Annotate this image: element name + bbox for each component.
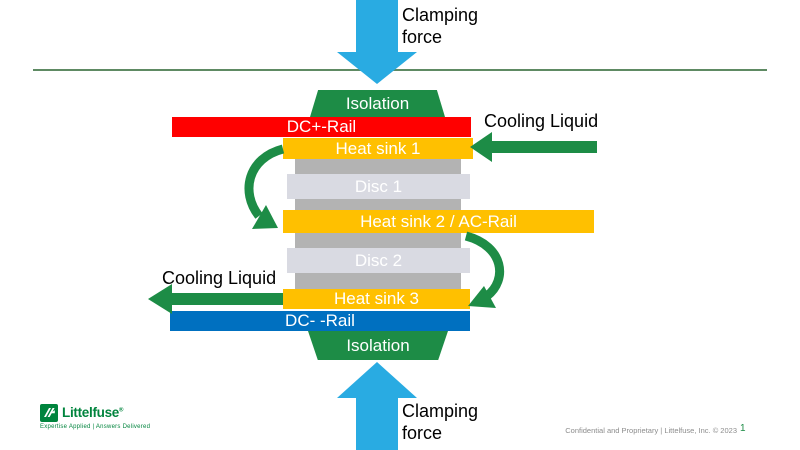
logo-name-text: Littelfuse — [62, 405, 120, 420]
coolant-flow-right-curve-arrow-icon — [464, 231, 505, 300]
littelfuse-logo-icon — [40, 404, 58, 422]
cooling-liquid-outlet-label: Cooling Liquid — [162, 268, 277, 288]
top-divider-rule — [33, 69, 767, 71]
dc-minus-rail-layer: DC- -Rail — [170, 311, 470, 331]
logo-registered-mark: ® — [119, 407, 124, 414]
dc-plus-rail-layer: DC+-Rail — [172, 117, 471, 137]
coolant-flow-left-curve-arrow-icon — [244, 144, 285, 219]
disc-2-layer: Disc 2 — [287, 248, 470, 273]
page-number: 1 — [740, 423, 746, 434]
heat-sink-2-ac-rail-layer: Heat sink 2 / AC-Rail — [283, 210, 594, 233]
heat-sink-3-layer: Heat sink 3 — [283, 289, 470, 309]
clamping-force-top-label: Clamping force — [402, 5, 479, 47]
cooling-liquid-inlet-arrow-icon — [470, 132, 597, 162]
isolation-top-layer: Isolation — [310, 90, 445, 117]
confidentiality-notice: Confidential and Proprietary | Littelfus… — [565, 426, 737, 435]
heat-sink-1-layer: Heat sink 1 — [283, 138, 473, 159]
clamping-force-bottom-label: Clamping force — [402, 401, 479, 443]
cooling-liquid-inlet-label: Cooling Liquid — [484, 111, 599, 131]
isolation-bottom-layer: Isolation — [308, 331, 448, 360]
coolant-flow-left-curve-arrowhead-icon — [252, 205, 278, 229]
littelfuse-tagline: Expertise Applied | Answers Delivered — [40, 424, 151, 430]
disc-1-layer: Disc 1 — [287, 174, 470, 199]
littelfuse-logo-wordmark: Littelfuse® — [62, 405, 123, 420]
coolant-flow-right-curve-arrowhead-icon — [468, 286, 496, 308]
